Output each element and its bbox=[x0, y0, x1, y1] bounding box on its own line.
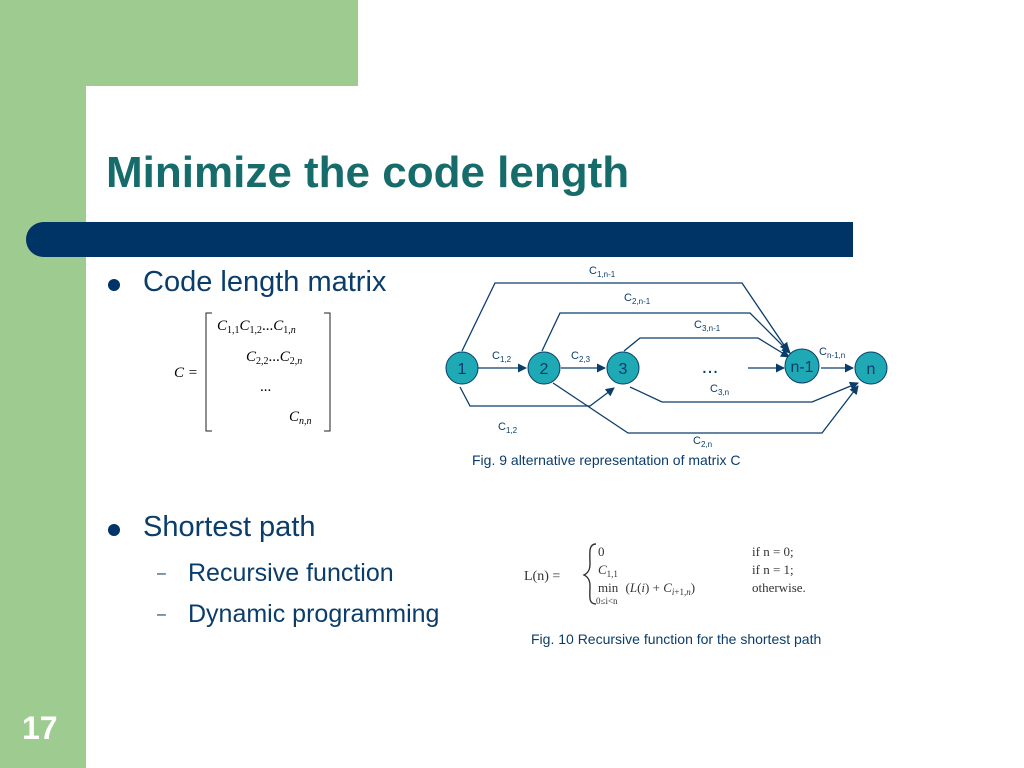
content-area bbox=[86, 86, 1024, 768]
svg-text:n-1: n-1 bbox=[790, 359, 813, 376]
title-underline-bar bbox=[26, 222, 853, 257]
graph-node-n: n bbox=[854, 351, 888, 385]
label-c2-n: C2,n bbox=[693, 435, 712, 449]
label-c1-2-bottom: C1,2 bbox=[498, 421, 518, 435]
formula-case-1-expr: 0 bbox=[598, 544, 605, 559]
sub-bullet-recursive-function: Recursive function bbox=[188, 559, 394, 587]
graph-node-n-1: n-1 bbox=[784, 348, 820, 384]
label-c3-n: C3,n bbox=[710, 383, 729, 397]
recursive-formula: L(n) = 0 C1,1 min (L(i) + Ci+1,n) 0≤i<n … bbox=[524, 543, 806, 606]
bullet-dot bbox=[108, 279, 120, 291]
formula-case-2-cond: if n = 1; bbox=[752, 562, 794, 577]
edge-3-n1 bbox=[623, 337, 790, 358]
green-left-column bbox=[0, 0, 86, 768]
sub-bullet-dash: – bbox=[157, 565, 166, 582]
svg-text:3: 3 bbox=[619, 361, 628, 378]
bullet-dot bbox=[108, 524, 120, 536]
slide-title: Minimize the code length bbox=[106, 148, 630, 197]
matrix-row-4: Cn,n bbox=[289, 409, 312, 427]
sub-bullet-dynamic-programming: Dynamic programming bbox=[188, 600, 440, 628]
matrix-lhs: C = bbox=[174, 365, 198, 381]
formula-case-3-expr: min (L(i) + Ci+1,n) bbox=[598, 580, 695, 597]
matrix-right-bracket bbox=[324, 312, 331, 432]
slide-number: 17 bbox=[22, 710, 58, 746]
graph-ellipsis: ... bbox=[702, 356, 719, 378]
formula-min-subscript: 0≤i<n bbox=[596, 596, 618, 606]
edge-2-n bbox=[552, 382, 859, 434]
matrix-row-2: C2,2...C2,n bbox=[246, 349, 302, 367]
graph-node-3: 3 bbox=[606, 351, 640, 385]
bullet-code-length-matrix: Code length matrix bbox=[143, 266, 387, 298]
green-top-block bbox=[0, 0, 358, 86]
formula-case-1-cond: if n = 0; bbox=[752, 544, 794, 559]
label-c2-n1: C2,n-1 bbox=[624, 292, 651, 306]
label-cn1-n: Cn-1,n bbox=[819, 346, 845, 360]
bullet-shortest-path: Shortest path bbox=[143, 511, 316, 543]
formula-case-2-expr: C1,1 bbox=[598, 562, 618, 579]
edge-1-n1 bbox=[461, 282, 789, 352]
code-length-matrix: C = C1,1C1,2...C1,n C2,2...C2,n ... Cn,n bbox=[174, 312, 331, 432]
formula-lhs: L(n) = bbox=[524, 569, 560, 584]
sub-bullet-dash: – bbox=[157, 606, 166, 623]
fig10-caption: Fig. 10 Recursive function for the short… bbox=[531, 631, 822, 647]
label-c1-2-top: C1,2 bbox=[492, 350, 512, 364]
path-graph-diagram: 1 2 3 ... n-1 n C1,n-1 C2,n-1 C3,n-1 C1,… bbox=[445, 265, 888, 449]
svg-text:n: n bbox=[867, 361, 876, 378]
label-c3-n1: C3,n-1 bbox=[694, 319, 721, 333]
graph-node-1: 1 bbox=[445, 351, 479, 385]
svg-text:2: 2 bbox=[540, 361, 549, 378]
matrix-row-3: ... bbox=[260, 379, 271, 395]
edge-2-n1 bbox=[541, 312, 791, 354]
edge-1-3 bbox=[459, 386, 615, 407]
matrix-left-bracket bbox=[205, 312, 212, 432]
fig9-caption: Fig. 9 alternative representation of mat… bbox=[472, 452, 741, 468]
formula-brace bbox=[582, 543, 597, 605]
edge-3-n bbox=[629, 381, 859, 403]
graph-node-2: 2 bbox=[527, 351, 561, 385]
formula-case-3-cond: otherwise. bbox=[752, 580, 806, 595]
label-c1-n1: C1,n-1 bbox=[589, 265, 616, 279]
matrix-row-1: C1,1C1,2...C1,n bbox=[217, 318, 296, 336]
svg-text:1: 1 bbox=[458, 361, 467, 378]
label-c2-3: C2,3 bbox=[571, 350, 591, 364]
